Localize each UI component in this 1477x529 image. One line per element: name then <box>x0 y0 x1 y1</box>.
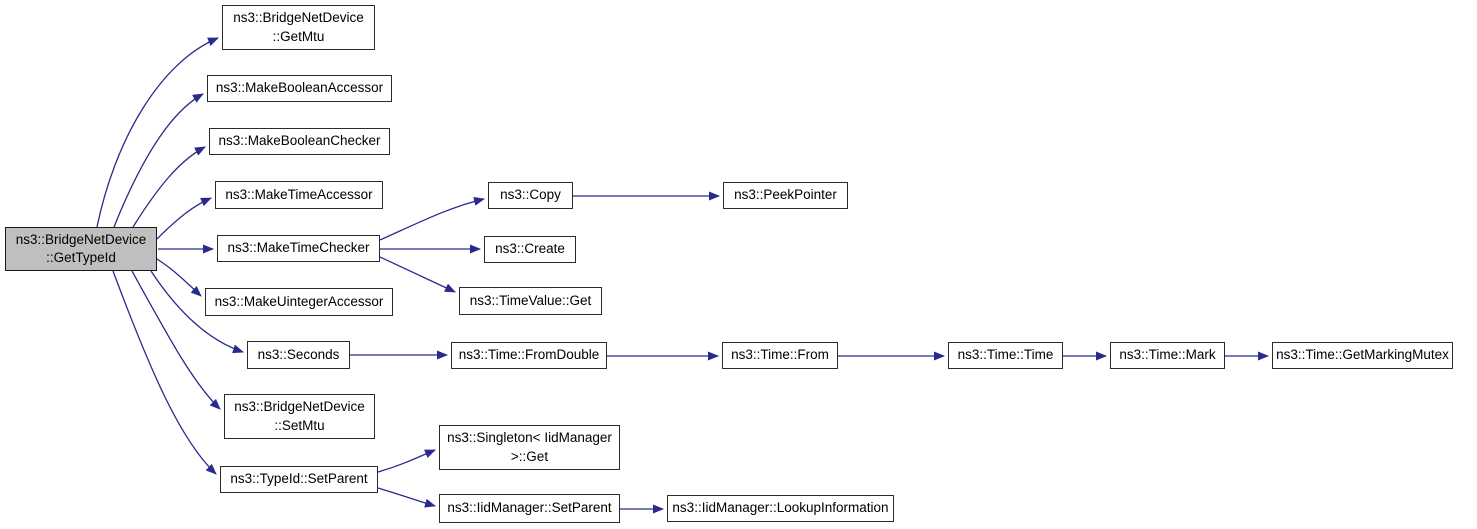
edge-gettypeid-maketimeaccessor <box>156 197 212 240</box>
node-peekpointer[interactable]: ns3::PeekPointer <box>723 182 848 209</box>
node-makebooleanaccessor[interactable]: ns3::MakeBooleanAccessor <box>207 75 392 102</box>
node-iidmanager-lookupinformation[interactable]: ns3::IidManager::LookupInformation <box>667 495 894 522</box>
node-maketimeaccessor[interactable]: ns3::MakeTimeAccessor <box>215 181 383 209</box>
node-copy[interactable]: ns3::Copy <box>488 182 573 209</box>
edge-gettypeid-makebooleanchecker <box>132 146 206 228</box>
node-bridgenetdevice-setmtu[interactable]: ns3::BridgeNetDevice ::SetMtu <box>224 394 375 439</box>
edge-gettypeid-setmtu <box>131 270 221 410</box>
node-time-time[interactable]: ns3::Time::Time <box>948 342 1063 369</box>
node-time-from[interactable]: ns3::Time::From <box>722 342 838 369</box>
node-makeuintegeraccessor[interactable]: ns3::MakeUintegerAccessor <box>205 288 393 316</box>
node-singleton-iidmanager-get[interactable]: ns3::Singleton< IidManager >::Get <box>439 425 620 470</box>
node-typeid-setparent[interactable]: ns3::TypeId::SetParent <box>220 466 378 493</box>
node-time-mark[interactable]: ns3::Time::Mark <box>1110 342 1225 369</box>
node-bridgenetdevice-getmtu[interactable]: ns3::BridgeNetDevice ::GetMtu <box>222 5 375 50</box>
node-create[interactable]: ns3::Create <box>484 236 576 263</box>
node-iidmanager-setparent[interactable]: ns3::IidManager::SetParent <box>439 494 620 523</box>
edge-typeidsetparent-singletonget <box>377 449 436 473</box>
node-time-getmarkingmutex[interactable]: ns3::Time::GetMarkingMutex <box>1272 342 1453 369</box>
edge-typeidsetparent-iidmanagersetparent <box>377 487 436 508</box>
edge-gettypeid-typeidsetparent <box>112 270 217 475</box>
node-makebooleanchecker[interactable]: ns3::MakeBooleanChecker <box>209 128 390 155</box>
edge-gettypeid-makebooleanaccessor <box>113 93 204 228</box>
node-seconds[interactable]: ns3::Seconds <box>247 341 350 369</box>
edge-gettypeid-getmtu <box>96 37 219 228</box>
node-timevalue-get[interactable]: ns3::TimeValue::Get <box>459 287 602 315</box>
node-time-fromdouble[interactable]: ns3::Time::FromDouble <box>451 342 607 369</box>
node-bridgenetdevice-gettypeid[interactable]: ns3::BridgeNetDevice ::GetTypeId <box>5 227 157 271</box>
edge-gettypeid-seconds <box>150 270 244 354</box>
edge-gettypeid-makeuintegeraccessor <box>156 258 202 297</box>
edge-maketimechecker-timevalueget <box>379 256 456 293</box>
node-maketimechecker[interactable]: ns3::MakeTimeChecker <box>217 235 380 262</box>
edge-maketimechecker-copy <box>379 196 485 241</box>
